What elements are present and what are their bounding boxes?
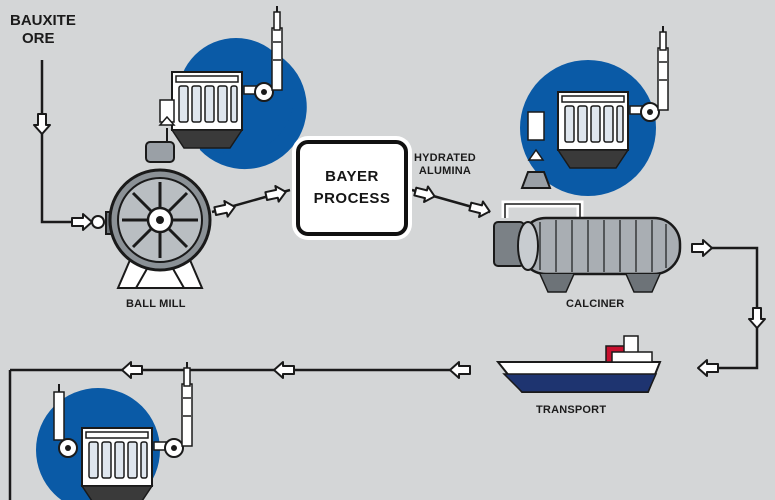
bauxite-ore-label: BAUXITE ORE — [10, 12, 76, 47]
dust-collector-icon — [520, 25, 669, 196]
dust-collector-icon — [158, 5, 307, 170]
transport-label: TRANSPORT — [536, 404, 607, 416]
hydrated-alumina-label: HYDRATED ALUMINA — [414, 152, 476, 177]
calciner-label: CALCINER — [566, 298, 625, 310]
bayer-process-box: BAYER PROCESS — [296, 140, 408, 236]
bayer-process-line2: PROCESS — [313, 190, 391, 207]
calciner-icon — [493, 200, 682, 293]
bayer-process-line1: BAYER — [325, 168, 379, 185]
dust-collector-icon — [36, 361, 193, 500]
ship-icon — [495, 335, 662, 393]
ball-mill-icon — [91, 141, 212, 289]
ball-mill-label: BALL MILL — [126, 298, 186, 310]
